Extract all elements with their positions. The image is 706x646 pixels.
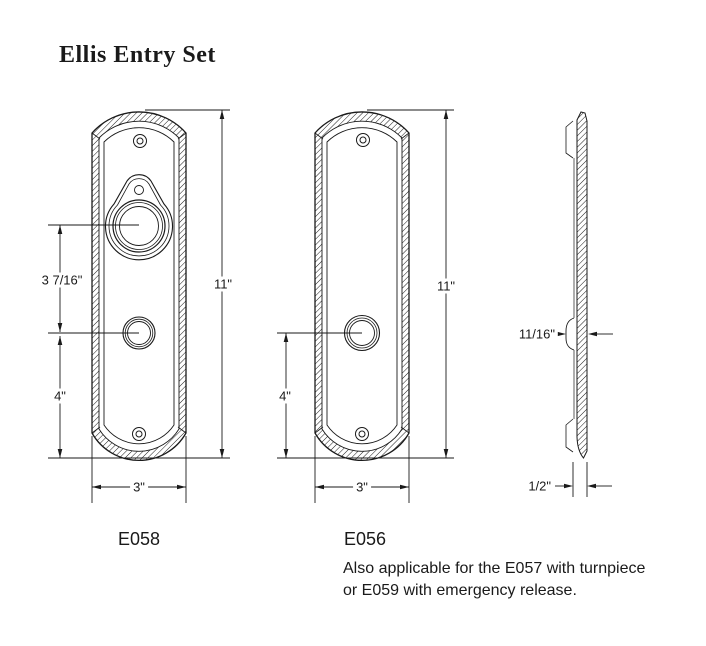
cylinder-bore [119, 206, 159, 246]
side-top-shoulder [565, 120, 574, 159]
dim-e058-hole-spacing: 3 7/16" [38, 272, 86, 288]
e058-top-screw-hole [133, 134, 147, 148]
dimension-arrowheads [57, 110, 597, 490]
applicability-note: Also applicable for the E057 with turnpi… [343, 558, 645, 602]
cylinder-ring [115, 202, 163, 250]
note-line-1: Also applicable for the E057 with turnpi… [343, 560, 646, 577]
dim-side-overall-thickness: 11/16" [515, 326, 558, 342]
dim-e058-height: 11" [210, 276, 236, 292]
dim-e058-width: 3" [130, 479, 148, 495]
side-edge-section [576, 111, 588, 459]
dim-e058-hole-to-bottom: 4" [51, 388, 69, 404]
pin-hole [134, 185, 144, 195]
e056-front-view [314, 111, 410, 461]
side-hub-bump [565, 317, 575, 351]
dim-e056-height: 11" [433, 278, 459, 294]
e056-bottom-screw-hole [355, 427, 369, 441]
cylinder-outer [112, 199, 166, 253]
side-bottom-shoulder [565, 418, 574, 453]
dim-side-edge-thickness: 1/2" [525, 478, 554, 494]
note-line-2: or E059 with emergency release. [343, 582, 577, 599]
e056-top-screw-hole [356, 133, 370, 147]
e058-corner-notches [91, 132, 187, 434]
e058-plate-face [98, 120, 180, 452]
side-profile-view [565, 111, 588, 459]
e058-label: E058 [118, 529, 161, 549]
e056-plate-face [321, 120, 403, 452]
e056-inner-panel [326, 127, 398, 445]
e058-cylinder-rosette [104, 174, 174, 261]
page-title: Ellis Entry Set [59, 42, 216, 68]
e058-bottom-screw-hole [132, 427, 146, 441]
teardrop-inner [108, 178, 170, 257]
dim-e056-width: 3" [353, 479, 371, 495]
e056-corner-notches [314, 132, 410, 434]
e056-label: E056 [344, 529, 387, 549]
dim-e056-hole-to-bottom: 4" [276, 388, 294, 404]
e058-inner-panel [103, 127, 175, 445]
e058-front-view [91, 111, 187, 461]
